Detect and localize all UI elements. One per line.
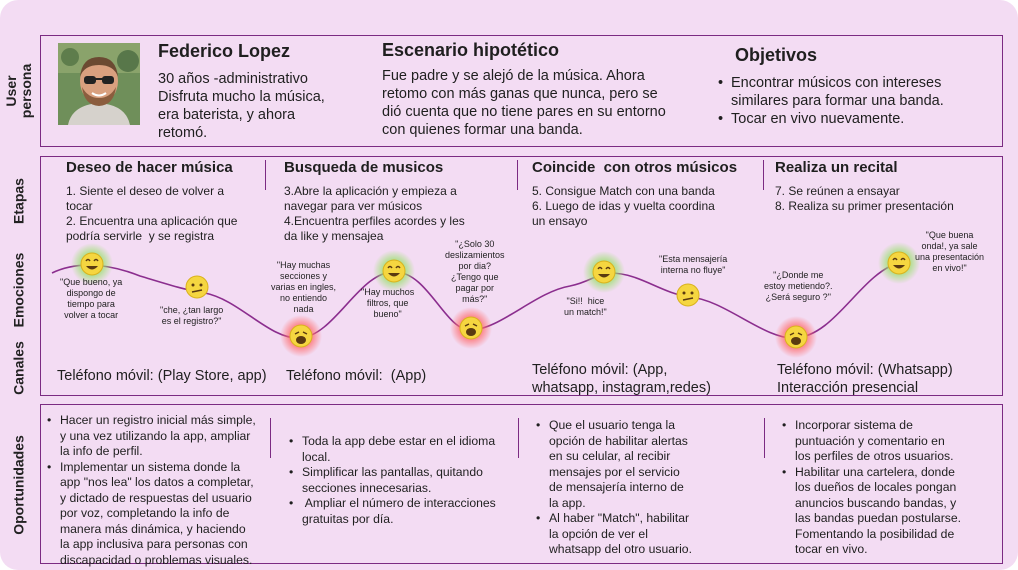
emotion-face-neutral-icon <box>185 275 209 299</box>
opportunity-item: Hacer un registro inicial más simple, y … <box>46 413 256 460</box>
opportunity-item: Toda la app debe estar en el idioma loca… <box>288 434 496 465</box>
stage-title: Coincide con otros músicos <box>532 159 738 176</box>
emotion-quote: "Hay muchas secciones y varias en ingles… <box>271 260 337 314</box>
opportunities-list: Toda la app debe estar en el idioma loca… <box>288 434 496 527</box>
emotion-quote: "Hay muchos filtros, que bueno" <box>361 287 415 319</box>
opportunity-divider <box>518 418 519 458</box>
emotion-face-happy-icon <box>878 242 920 284</box>
persona-avatar <box>58 43 140 125</box>
stage-title: Realiza un recital <box>775 159 898 176</box>
emotion-face-sad-icon <box>450 307 492 349</box>
stage-channel: Teléfono móvil: (Play Store, app) <box>57 368 267 384</box>
opportunity-item: Simplificar las pantallas, quitando secc… <box>288 465 496 496</box>
emotion-quote: "che, ¿tan largo es el registro?" <box>160 305 224 326</box>
stage-title: Busqueda de musicos <box>284 159 444 176</box>
escenario-title: Escenario hipotético <box>382 40 560 60</box>
objetivos-list: Encontrar músicos con intereses similare… <box>717 74 944 128</box>
emotion-face-happy-icon <box>373 250 415 292</box>
journey-section <box>40 156 1003 396</box>
opportunity-item: Implementar un sistema donde la app "nos… <box>46 460 256 569</box>
stage-steps: 5. Consigue Match con una banda 6. Luego… <box>532 184 715 228</box>
stage-divider <box>763 160 764 190</box>
opportunity-divider <box>764 418 765 458</box>
opportunity-item: Que el usuario tenga la opción de habili… <box>535 418 692 511</box>
objetivos-title: Objetivos <box>735 45 818 65</box>
persona-name: Federico Lopez <box>158 41 291 61</box>
emotion-quote: "Que bueno, ya dispongo de tiempo para v… <box>60 277 123 320</box>
stage-title: Deseo de hacer música <box>66 159 233 176</box>
emotion-face-happy-icon <box>71 243 113 285</box>
emotion-quote: "¿Solo 30 deslizamientos por dia? ¿Tengo… <box>445 239 505 304</box>
opportunities-section <box>40 404 1003 564</box>
emotion-face-neutral-icon <box>676 283 700 307</box>
opportunities-list: Hacer un registro inicial más simple, y … <box>46 413 256 568</box>
opportunity-divider <box>270 418 271 458</box>
opportunity-item: Incorporar sistema de puntuación y comen… <box>781 418 961 465</box>
opportunities-list: Incorporar sistema de puntuación y comen… <box>781 418 961 558</box>
emotion-face-sad-icon <box>775 316 817 358</box>
stage-divider <box>517 160 518 190</box>
stage-channel: Teléfono móvil: (App, whatsapp, instagra… <box>532 362 711 396</box>
stage-steps: 7. Se reúnen a ensayar 8. Realiza su pri… <box>775 184 954 213</box>
stage-channel: Teléfono móvil: (Whatsapp) Interacción p… <box>777 362 953 396</box>
opportunity-item: Al haber "Match", habilitar la opción de… <box>535 511 692 558</box>
objetivo-item: Tocar en vivo nuevamente. <box>717 110 944 128</box>
emotion-face-happy-icon <box>583 251 625 293</box>
emotion-quote: "Esta mensajería interna no fluye" <box>659 254 728 275</box>
objetivo-item: Encontrar músicos con intereses similare… <box>717 74 944 110</box>
emotion-face-sad-icon <box>280 315 322 357</box>
opportunities-list: Que el usuario tenga la opción de habili… <box>535 418 692 558</box>
emotion-quote: "Que buena onda!, ya sale una presentaci… <box>915 230 985 273</box>
stage-divider <box>265 160 266 190</box>
stage-channel: Teléfono móvil: (App) <box>286 368 427 384</box>
emotion-quote: "Si!! hice un match!" <box>564 296 607 317</box>
persona-section <box>40 35 1003 147</box>
persona-bio: 30 años -administrativo Disfruta mucho l… <box>158 71 325 141</box>
opportunity-item: Habilitar una cartelera, donde los dueño… <box>781 465 961 558</box>
stage-steps: 3.Abre la aplicación y empieza a navegar… <box>284 184 465 243</box>
emotion-quote: "¿Donde me estoy metiendo?. ¿Será seguro… <box>764 270 833 302</box>
escenario-text: Fue padre y se alejó de la música. Ahora… <box>382 68 666 138</box>
stage-steps: 1. Siente el deseo de volver a tocar 2. … <box>66 184 238 243</box>
opportunity-item: Ampliar el número de interacciones gratu… <box>288 496 496 527</box>
